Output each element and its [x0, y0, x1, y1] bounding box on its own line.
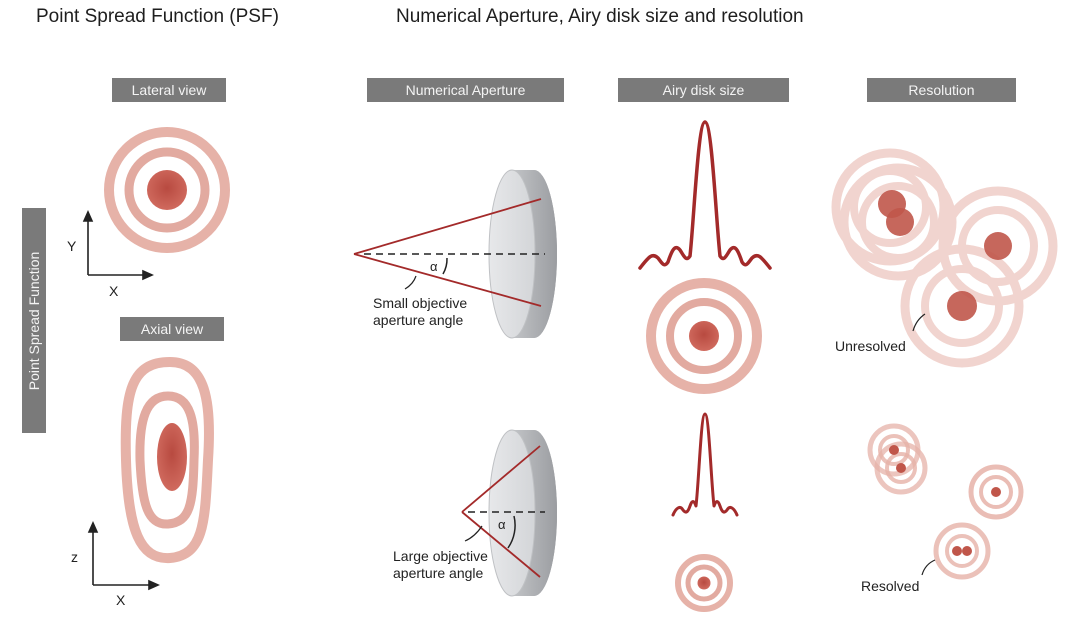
header-resolution: Resolution [867, 78, 1016, 102]
lateral-x-label: X [109, 283, 119, 299]
airy-profile-narrow [671, 412, 739, 517]
alpha-label-small: α [430, 259, 438, 274]
header-airy-disk-size: Airy disk size [618, 78, 789, 102]
small-aperture-label: Small objective aperture angle [373, 295, 468, 328]
leader-unresolved [912, 313, 926, 332]
leader-resolved [921, 559, 936, 576]
unresolved-label: Unresolved [835, 338, 906, 354]
lens-bottom [488, 429, 557, 597]
airy-disk-small [675, 554, 733, 612]
airy-disk-large [646, 278, 762, 394]
lateral-y-label: Y [67, 238, 77, 254]
na-title: Numerical Aperture, Airy disk size and r… [396, 6, 804, 27]
lateral-psf [104, 127, 230, 253]
psf-unresolved-cluster [831, 148, 1058, 368]
axial-psf [120, 356, 215, 564]
axial-z-label: z [71, 549, 78, 565]
cone-large [461, 445, 541, 578]
large-aperture-label: Large objective aperture angle [393, 548, 488, 581]
alpha-label-large: α [498, 517, 506, 532]
leader-small [404, 275, 417, 290]
angle-arc-bottom [507, 515, 516, 549]
lateral-axes [82, 210, 154, 281]
side-label-point-spread-function: Point Spread Function [22, 208, 46, 433]
cone-small [353, 198, 542, 307]
psf-resolved [867, 423, 1024, 580]
header-numerical-aperture: Numerical Aperture [367, 78, 564, 102]
angle-arc-top [442, 257, 448, 275]
axial-x-label: X [116, 592, 126, 608]
header-axial-view: Axial view [120, 317, 224, 341]
airy-profile-wide [638, 120, 772, 270]
resolved-label: Resolved [861, 578, 920, 594]
axial-axes [87, 521, 160, 591]
leader-large [464, 525, 483, 542]
psf-title: Point Spread Function (PSF) [36, 6, 279, 27]
header-lateral-view: Lateral view [112, 78, 226, 102]
psf-unresolved-cores [878, 190, 1012, 321]
